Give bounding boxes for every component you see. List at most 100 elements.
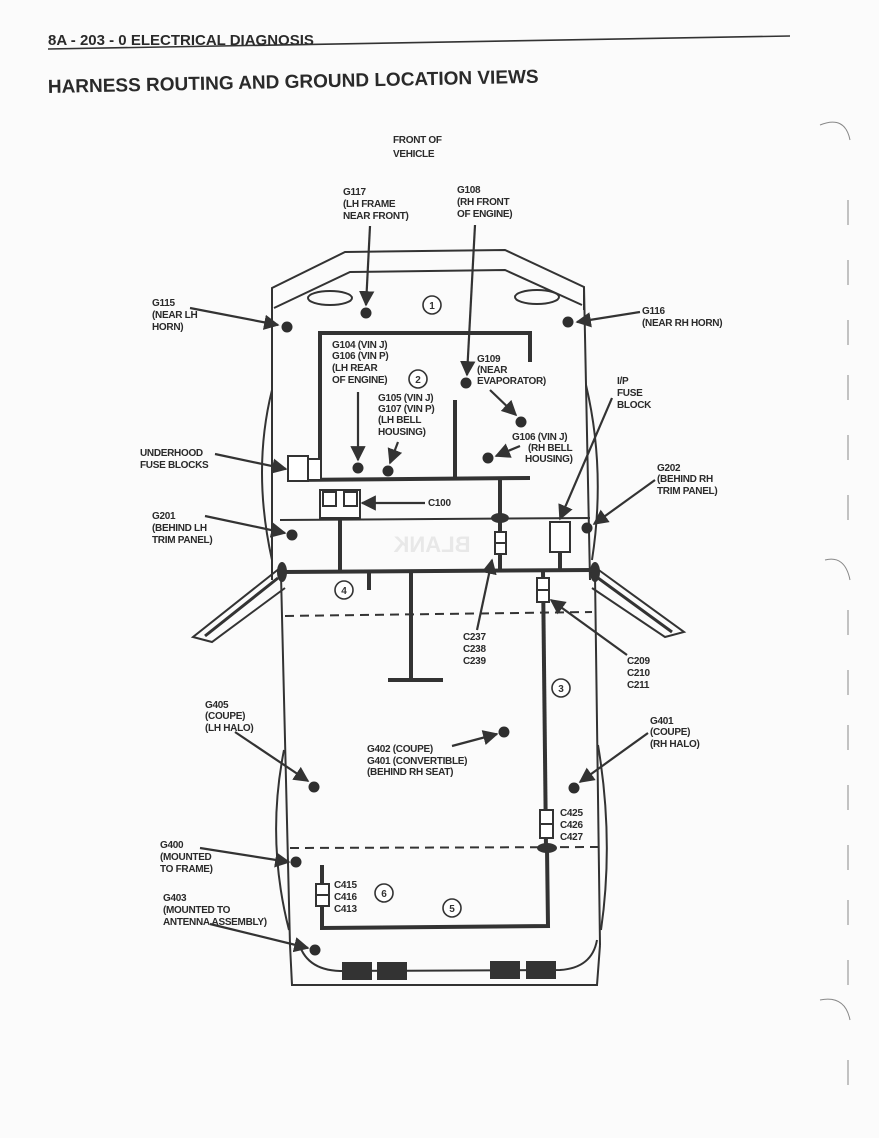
callout-g115: G115 (NEAR LH HORN) [152,298,198,333]
callout-line: (RH BELL [528,443,572,454]
callout-g105: G105 (VIN J) G107 (VIN P) (LH BELL HOUSI… [378,393,435,438]
headlight-left [307,290,353,306]
callout-line: (BEHIND LH [152,523,207,534]
callout-line: (RH FRONT [457,197,509,208]
callout-line: (LH REAR [332,363,378,374]
ground-g402 [498,726,510,738]
callout-line: NEAR FRONT) [343,211,409,222]
callout-line: OF ENGINE) [332,375,387,386]
tail-light [490,961,520,979]
front-of-vehicle-label: FRONT OF [393,135,442,146]
callout-line: G201 [152,511,176,522]
margin-punch-marks [819,121,851,1085]
zone-3: 3 [558,684,564,695]
callout-line: G116 [642,306,665,317]
callout-line: G104 (VIN J) [332,340,387,351]
callout-line: G405 [205,700,229,711]
callout-line: G403 [163,893,187,904]
front-of-vehicle-label: VEHICLE [393,149,435,160]
callout-c209: C209 C210 C211 [627,656,651,691]
vehicle-body-outline [190,248,687,986]
callout-line: G400 [160,840,184,851]
callout-line: G108 [457,185,481,196]
blank-show-through: BLANK [393,532,470,557]
callout-line: G109 [477,354,501,365]
callout-line: (BEHIND RH [657,474,713,485]
callout-line: C413 [334,904,357,915]
ground-g400 [290,856,302,868]
ground-g202 [581,522,593,534]
tail-light [377,962,407,980]
tail-light [342,962,372,980]
callout-line: C238 [463,644,486,655]
callout-line: C416 [334,892,357,903]
callout-line: (NEAR RH HORN) [642,318,722,329]
callout-line: G401 [650,716,674,727]
callout-line: C209 [627,656,650,667]
callout-g402: G402 (COUPE) G401 (CONVERTIBLE) (BEHIND … [367,744,467,778]
ground-g108 [460,377,472,389]
door-left [190,567,286,644]
callout-line: (NEAR [477,365,508,376]
callout-line: G106 (VIN J) [512,432,567,443]
callout-line: G105 (VIN J) [378,393,433,404]
connector-c425 [539,809,554,825]
callout-g116: G116 (NEAR RH HORN) [642,306,723,329]
underhood-fuse-block [287,455,309,482]
callout-line: C426 [560,820,583,831]
callout-line: (MOUNTED TO [163,905,231,916]
callout-line: G107 (VIN P) [378,404,434,415]
callout-line: C210 [627,668,650,679]
callout-line: C415 [334,880,357,891]
callout-g109: G109 (NEAR EVAPORATOR) [477,354,546,387]
callout-c415: C415 C416 C413 [334,880,358,915]
callout-line: BLOCK [617,400,652,411]
callout-g401: G401 (COUPE) (RH HALO) [650,716,700,750]
callout-line: TRIM PANEL) [152,535,212,546]
callout-g117: G117 (LH FRAME NEAR FRONT) [343,187,409,222]
header-rule [47,35,791,50]
ground-points [281,307,593,956]
ground-g116 [562,316,574,328]
callout-line: TRIM PANEL) [657,486,717,497]
zone-markers: 1 2 3 4 5 6 [334,295,571,918]
zone-4: 4 [341,586,347,597]
callout-line: G402 (COUPE) [367,744,433,755]
headlight-right [514,289,560,305]
callout-line: OF ENGINE) [457,209,512,220]
callout-line: FUSE [617,388,643,399]
ground-g403 [309,944,321,956]
callout-g201: G201 (BEHIND LH TRIM PANEL) [152,511,213,546]
zone-1: 1 [429,301,435,312]
callout-line: (RH HALO) [650,739,700,750]
zone-2: 2 [415,375,421,386]
callout-line: (MOUNTED [160,852,212,863]
callout-c237: C237 C238 C239 [463,632,487,667]
connector-c209 [536,577,550,591]
callout-line: HOUSING) [378,427,426,438]
ground-g105 [382,465,394,477]
underhood-fuse-block [307,458,322,481]
callout-line: (COUPE) [650,727,690,738]
callout-line: (COUPE) [205,711,245,722]
ground-g405 [308,781,320,793]
ground-g401 [568,782,580,794]
callout-line: G117 [343,187,366,198]
callout-line: G106 (VIN P) [332,351,388,362]
callout-c100: C100 [428,498,451,509]
callout-line: C427 [560,832,583,843]
callout-line: (LH HALO) [205,723,253,734]
callout-line: (NEAR LH [152,310,197,321]
leader-arrows [189,224,656,953]
callout-line: G202 [657,463,681,474]
callout-line: EVAPORATOR) [477,376,546,387]
ground-g201 [286,529,298,541]
callout-line: G401 (CONVERTIBLE) [367,756,467,767]
ground-g104 [352,462,364,474]
callout-g106: G106 (VIN J) (RH BELL HOUSING) [512,432,573,465]
callout-line: TO FRAME) [160,864,213,875]
callout-line: HORN) [152,322,183,333]
page-title: HARNESS ROUTING AND GROUND LOCATION VIEW… [48,67,539,98]
callout-g405: G405 (COUPE) (LH HALO) [205,700,254,734]
